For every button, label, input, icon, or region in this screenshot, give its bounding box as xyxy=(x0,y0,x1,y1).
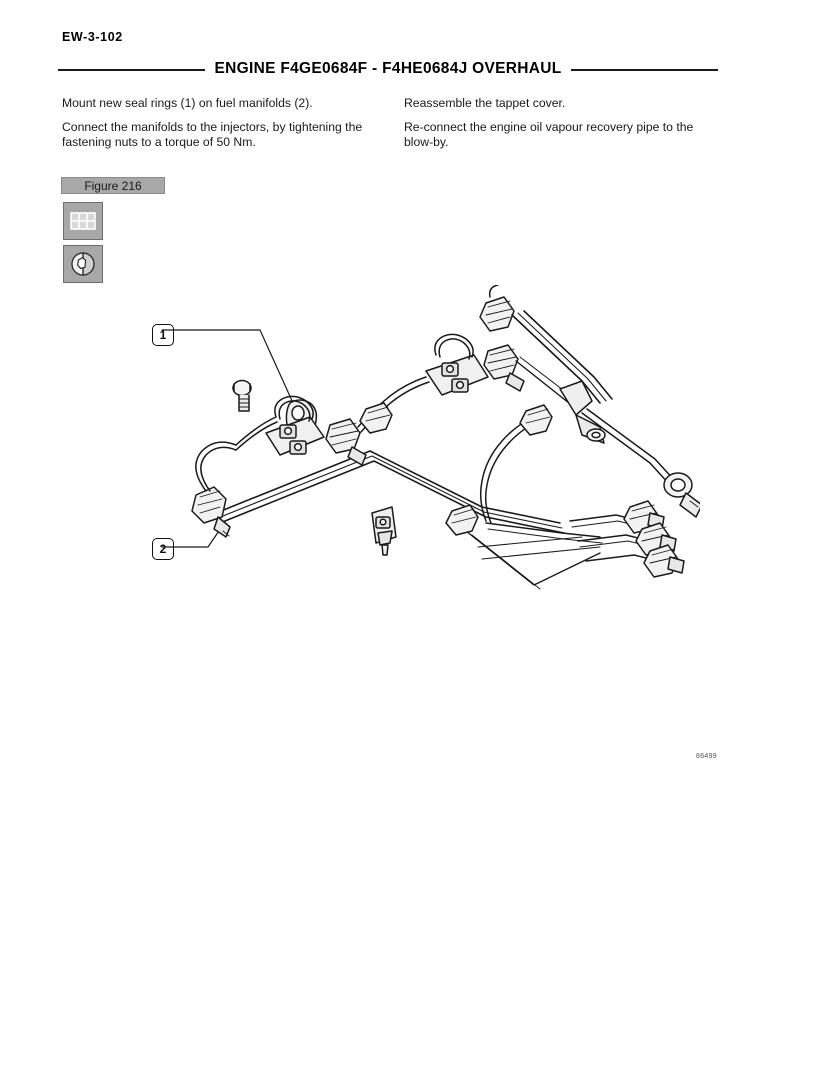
figure-reference-id: 86499 xyxy=(696,753,717,760)
document-title-row: ENGINE F4GE0684F - F4HE0684J OVERHAUL xyxy=(58,58,719,80)
fuel-manifold-diagram xyxy=(130,285,700,595)
instruction-paragraph: Mount new seal rings (1) on fuel manifol… xyxy=(62,96,313,110)
body-text-right-column: Reassemble the tappet cover. Re-connect … xyxy=(404,96,722,160)
half-disc-icon xyxy=(63,245,103,283)
body-text-left-column: Mount new seal rings (1) on fuel manifol… xyxy=(62,96,392,160)
callout-marker-2: 2 xyxy=(152,538,174,560)
title-rule-right xyxy=(570,68,719,71)
instruction-paragraph: Connect the manifolds to the injectors, … xyxy=(62,120,363,150)
title-rule-left xyxy=(58,68,206,71)
figure-label: Figure 216 xyxy=(61,177,165,194)
instruction-paragraph: Reassemble the tappet cover. xyxy=(404,96,566,110)
page-title: ENGINE F4GE0684F - F4HE0684J OVERHAUL xyxy=(214,60,562,77)
grid-table-icon xyxy=(63,202,103,240)
instruction-paragraph: Re-connect the engine oil vapour recover… xyxy=(404,120,694,150)
page-number: EW-3-102 xyxy=(62,30,123,44)
